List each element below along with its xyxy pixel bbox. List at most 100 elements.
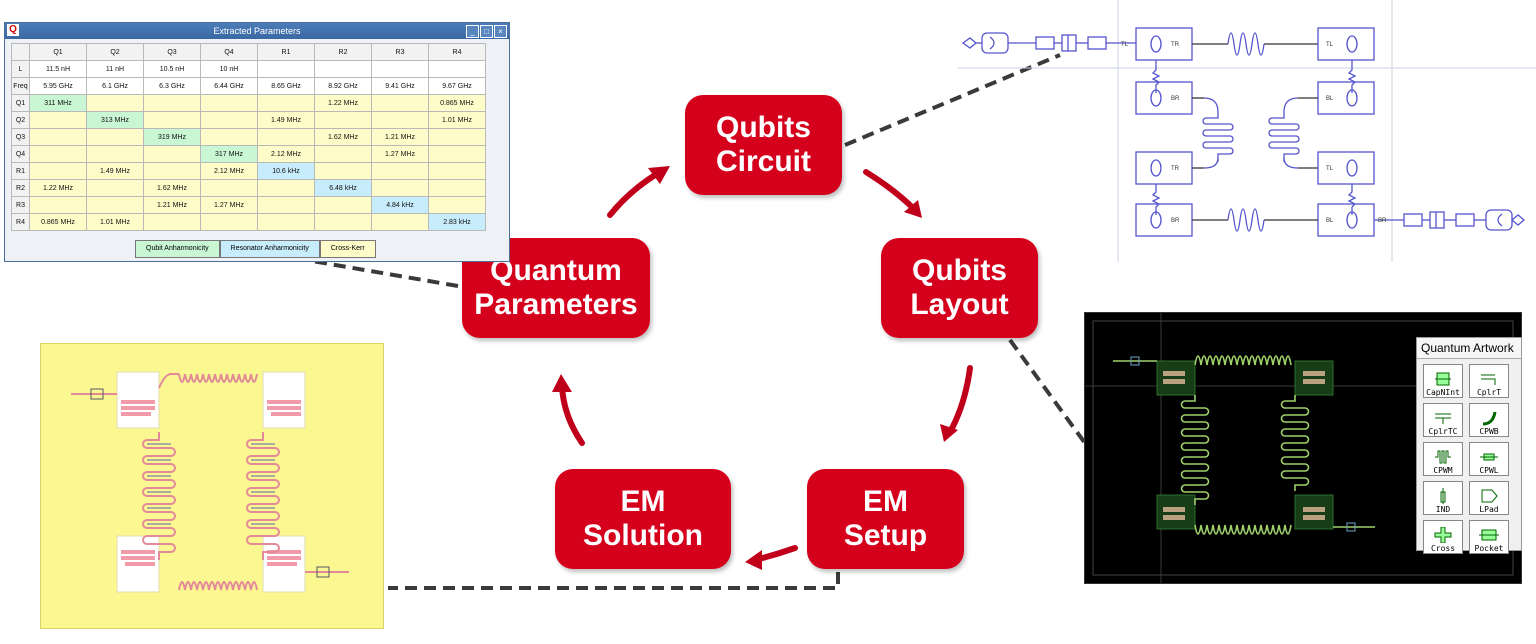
port-label: TL [1326,166,1334,172]
table-cell [371,179,429,197]
arrow-params-to-circuit [607,169,663,218]
capnint-label: CapNInt [1426,388,1460,397]
arrow-circuit-to-layout [863,169,918,213]
legend-resonator-anharmonicity: Resonator Anharmonicity [219,240,320,258]
column-header[interactable]: Q4 [200,43,258,61]
legend-cross-kerr: Cross-Kerr [319,240,376,258]
table-cell: 1.01 MHz [428,111,486,129]
table-cell [257,179,315,197]
port-label: TL [1326,42,1334,48]
table-cell [371,213,429,231]
table-cell: 1.21 MHz [143,196,201,214]
column-header[interactable]: Q2 [86,43,144,61]
table-cell: 2.12 MHz [200,162,258,180]
column-header[interactable]: R3 [371,43,429,61]
table-cell: 1.22 MHz [29,179,87,197]
table-cell: 317 MHz [200,145,258,163]
row-header: Q3 [11,128,30,146]
lpad-label: LPad [1479,505,1499,514]
column-header[interactable]: R1 [257,43,315,61]
window-titlebar[interactable]: Q Extracted Parameters _ □ × [5,23,509,39]
table-legend: Qubit Anharmonicity Resonator Anharmonic… [135,240,376,258]
cpwb-button[interactable]: CPWB [1469,403,1509,437]
table-cell [29,145,87,163]
table-cell: 1.49 MHz [86,162,144,180]
table-cell: 0.865 MHz [29,213,87,231]
table-cell [143,94,201,112]
table-cell [143,213,201,231]
table-cell [428,128,486,146]
table-cell [371,94,429,112]
row-header: R2 [11,179,30,197]
table-corner [11,43,30,61]
table-cell: 1.62 MHz [143,179,201,197]
cpwm-icon [1435,450,1451,464]
cross-button[interactable]: Cross [1423,520,1463,554]
extracted-parameters-window: Q Extracted Parameters _ □ × Q1 Q2 Q3 Q4… [4,22,510,262]
cpwl-label: CPWL [1479,466,1499,475]
table-cell [314,196,372,214]
cpwl-icon [1480,453,1498,461]
row-header: Freq [11,77,30,95]
row-header: Q1 [11,94,30,112]
table-cell [86,145,144,163]
table-cell [257,213,315,231]
cplrtc-button[interactable]: CplrTC [1423,403,1463,437]
lpad-button[interactable]: LPad [1469,481,1509,515]
cross-icon [1434,527,1452,543]
port-label: BL [1326,96,1334,102]
row-header: L [11,60,30,78]
cpwm-button[interactable]: CPWM [1423,442,1463,476]
capnint-button[interactable]: CapNInt [1423,364,1463,398]
table-cell [428,179,486,197]
minimize-icon[interactable]: _ [466,25,479,38]
em-solution-layout-render [40,343,384,629]
pocket-label: Pocket [1474,544,1504,553]
table-cell [86,196,144,214]
table-cell [143,111,201,129]
pocket-icon [1479,529,1499,541]
port-label: BR [1378,218,1387,224]
cplrt-icon [1481,374,1496,385]
table-cell: 1.01 MHz [86,213,144,231]
cplrtc-label: CplrTC [1428,427,1458,436]
window-title: Extracted Parameters [213,26,301,36]
table-cell: 5.95 GHz [29,77,87,95]
table-cell [29,128,87,146]
port-label: TR [1171,42,1180,48]
row-header: Q2 [11,111,30,129]
table-cell [428,145,486,163]
column-header[interactable]: Q1 [29,43,87,61]
maximize-icon[interactable]: □ [480,25,493,38]
column-header[interactable]: R4 [428,43,486,61]
table-cell [314,111,372,129]
app-logo-icon: Q [7,24,19,36]
column-header[interactable]: R2 [314,43,372,61]
table-cell [29,111,87,129]
ind-label: IND [1435,505,1451,514]
ind-button[interactable]: IND [1423,481,1463,515]
cpwl-button[interactable]: CPWL [1469,442,1509,476]
close-icon[interactable]: × [494,25,507,38]
cpwb-label: CPWB [1479,427,1499,436]
cplrt-button[interactable]: CplrT [1469,364,1509,398]
table-header-row: Q1 Q2 Q3 Q4 R1 R2 R3 R4 [11,43,486,61]
table-cell: 8.65 GHz [257,77,315,95]
cpwb-icon [1482,411,1497,426]
table-cell: 1.49 MHz [257,111,315,129]
column-header[interactable]: Q3 [143,43,201,61]
table-cell: 9.67 GHz [428,77,486,95]
pocket-button[interactable]: Pocket [1469,520,1509,554]
